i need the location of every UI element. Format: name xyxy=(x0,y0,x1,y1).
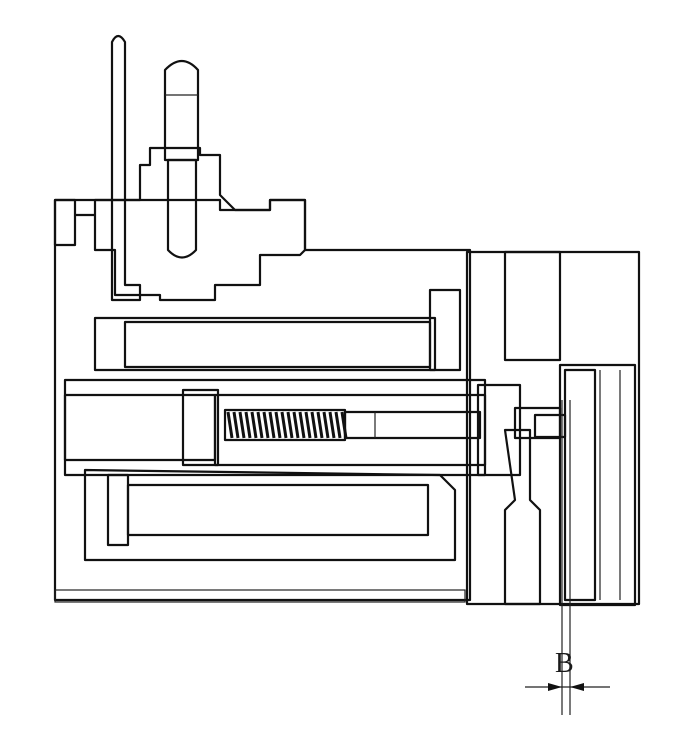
spring-coil xyxy=(280,411,288,439)
spring-coil xyxy=(292,411,300,439)
coil-lower xyxy=(83,468,457,562)
plunger-rod xyxy=(343,410,482,440)
spring xyxy=(223,408,348,442)
spring-coil xyxy=(316,411,324,439)
spring-coil xyxy=(334,411,342,439)
spring-coil xyxy=(310,411,318,439)
spring-coil xyxy=(268,411,276,439)
dimension-label: B xyxy=(555,648,574,679)
terminal-pin xyxy=(163,59,200,259)
spring-coil xyxy=(232,411,240,439)
spring-coil xyxy=(256,411,264,439)
connector-housing xyxy=(53,146,307,302)
spring-coil xyxy=(226,411,234,439)
coil-upper xyxy=(93,288,462,372)
spring-coil xyxy=(262,411,270,439)
blade-terminal xyxy=(110,34,142,302)
dimension-b: B xyxy=(525,400,610,715)
spring-coil xyxy=(298,411,306,439)
spring-coil xyxy=(304,411,312,439)
spring-coil xyxy=(274,411,282,439)
spring-coil xyxy=(244,411,252,439)
spring-coil xyxy=(238,411,246,439)
spring-coil xyxy=(328,411,336,439)
armature-tube xyxy=(63,378,487,477)
spring-coil xyxy=(286,411,294,439)
valve-block xyxy=(465,250,641,607)
housing xyxy=(53,198,472,603)
spring-coil xyxy=(322,411,330,439)
spring-coil xyxy=(250,411,258,439)
